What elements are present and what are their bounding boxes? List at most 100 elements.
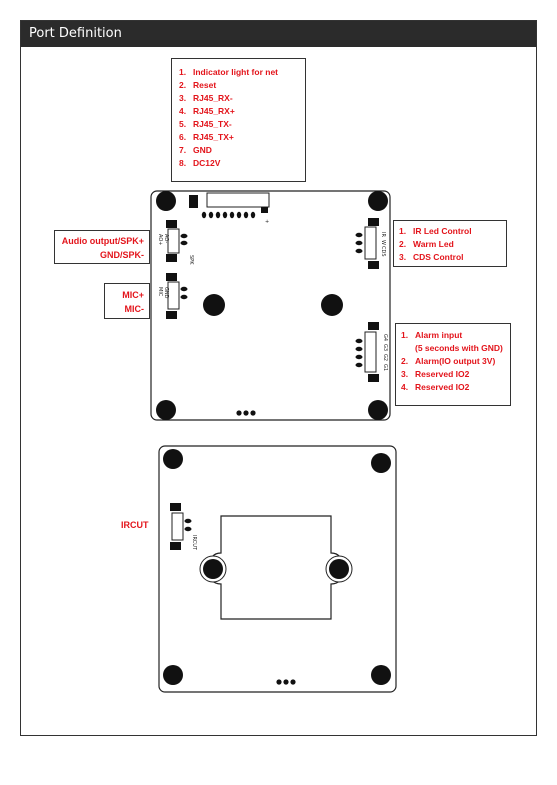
ircut-label: IRCUT (121, 520, 149, 530)
alarm-list-item-number: 2. (401, 356, 409, 366)
alarm-list-item-text: (5 seconds with GND) (415, 343, 503, 353)
port-list-item: 3. RJ45_RX- (179, 92, 305, 105)
alarm-list: 1. Alarm input (5 seconds with GND) 2. Alarm… (401, 329, 510, 394)
spk-pad-top (166, 220, 177, 228)
dot-1 (236, 410, 242, 416)
gnd-silk: GND (163, 287, 169, 299)
ircut-pin-1 (184, 518, 192, 524)
alarm-pin-4 (355, 362, 363, 368)
lens-screw-right (329, 559, 349, 579)
alarm-list-item-text: Reserved IO2 (415, 382, 470, 392)
net-connector (206, 192, 270, 208)
net-connector-pins (201, 211, 256, 219)
alarm-pin-2 (355, 346, 363, 352)
mic-pad-bottom (166, 311, 177, 319)
lens-holder-outline (208, 515, 344, 620)
alarm-pin-3 (355, 354, 363, 360)
mic-silk: MIC (157, 287, 163, 297)
alarm-list-item: 1. Alarm input (401, 329, 510, 342)
ao-plus-silk: AO+ (157, 234, 163, 245)
ir-list-item-number: 2. (399, 239, 407, 249)
lens-hole-left (203, 294, 225, 316)
spk-silk: SPK (188, 255, 194, 265)
ir-pin-2 (355, 240, 363, 246)
alarm-list-item-text: Alarm input (415, 330, 463, 340)
b-dot-3 (290, 679, 296, 685)
ir-connector (364, 226, 377, 260)
port-list-item-text: Reset (193, 80, 217, 90)
spk-connector (167, 228, 180, 254)
audio-line1: Audio output/SPK+ (61, 236, 144, 246)
board-diagrams: + SPK AO+ AO- MIC GND IR (150, 190, 397, 693)
mic-box: MIC+ MIC- (104, 283, 150, 319)
ircut-pad-top (170, 503, 181, 511)
connector-tab (261, 207, 268, 213)
ir-pad-top (368, 218, 379, 226)
ir-list-item: 3.CDS Control (399, 251, 506, 264)
ir-pad-bottom (368, 261, 379, 269)
audio-output-box: Audio output/SPK+ GND/SPK- (54, 230, 150, 264)
bottom-board: IRCUT (158, 445, 397, 693)
spk-pin-1 (180, 233, 188, 239)
ir-list-item-text: Warm Led (413, 239, 454, 249)
ir-list-item-number: 1. (399, 226, 407, 236)
ao-minus-silk: AO- (163, 234, 169, 243)
port-list-item: 5. RJ45_TX- (179, 118, 305, 131)
g2-silk: G2 (382, 354, 388, 361)
audio-line2: GND/SPK- (99, 250, 144, 260)
port-list-item-text: RJ45_RX+ (193, 106, 235, 116)
ir-pin-1 (355, 232, 363, 238)
port-list-item-text: RJ45_RX- (193, 93, 233, 103)
port-list-item: 7.GND (179, 144, 305, 157)
b-dot-1 (276, 679, 282, 685)
alarm-list-item-text: Alarm(IO output 3V) (415, 356, 496, 366)
alarm-list-item-text: Reserved IO2 (415, 369, 470, 379)
port-list-item-number: 3. (179, 93, 187, 103)
port-list-item-number: 5. (179, 119, 187, 129)
lens-screw-left (203, 559, 223, 579)
port-list-item-number: 2. (179, 80, 187, 90)
alarm-list-item: 2. Alarm(IO output 3V) (401, 355, 510, 368)
port-list-item: 6. RJ45_TX+ (179, 131, 305, 144)
ir-list-item: 2. Warm Led (399, 238, 506, 251)
connector-pad (189, 195, 198, 208)
b-mount-hole-bl (163, 665, 183, 685)
header-bar: Port Definition (21, 21, 536, 47)
alarm-list-item-number: 1. (401, 330, 409, 340)
ircut-pin-2 (184, 526, 192, 532)
dot-2 (243, 410, 249, 416)
page-title: Port Definition (29, 26, 122, 41)
alarm-list-item: 3. Reserved IO2 (401, 368, 510, 381)
top-board: + SPK AO+ AO- MIC GND IR (150, 190, 391, 421)
port-list-item-text: RJ45_TX+ (193, 132, 234, 142)
ir-list-item-number: 3. (399, 252, 407, 262)
b-dot-2 (283, 679, 289, 685)
b-mount-hole-tl (163, 449, 183, 469)
mount-hole-br (368, 400, 388, 420)
port-list-item-text: RJ45_TX- (193, 119, 232, 129)
port-list-item-text: GND (193, 145, 212, 155)
plus-mark: + (265, 219, 269, 225)
port-list-item-number: 6. (179, 132, 187, 142)
lens-hole-right (321, 294, 343, 316)
ircut-pad-bottom (170, 542, 181, 550)
mic-pin-1 (180, 286, 188, 292)
ircut-connector (171, 512, 184, 541)
port-list-item: 4. RJ45_RX+ (179, 105, 305, 118)
b-mount-hole-tr (371, 453, 391, 473)
mic-pad-top (166, 273, 177, 281)
port-list-item-number: 4. (179, 106, 187, 116)
spk-pad-bottom (166, 254, 177, 262)
mount-hole-tr (368, 191, 388, 211)
alarm-list-item: 4.Reserved IO2 (401, 381, 510, 394)
alarm-list-item-number: 3. (401, 369, 409, 379)
alarm-connector (364, 331, 377, 373)
alarm-pin-1 (355, 338, 363, 344)
b-mount-hole-br (371, 665, 391, 685)
port-list-item: 2. Reset (179, 79, 305, 92)
port-list-item-number: 1. (179, 67, 187, 77)
mic-line2: MIC- (124, 304, 145, 314)
